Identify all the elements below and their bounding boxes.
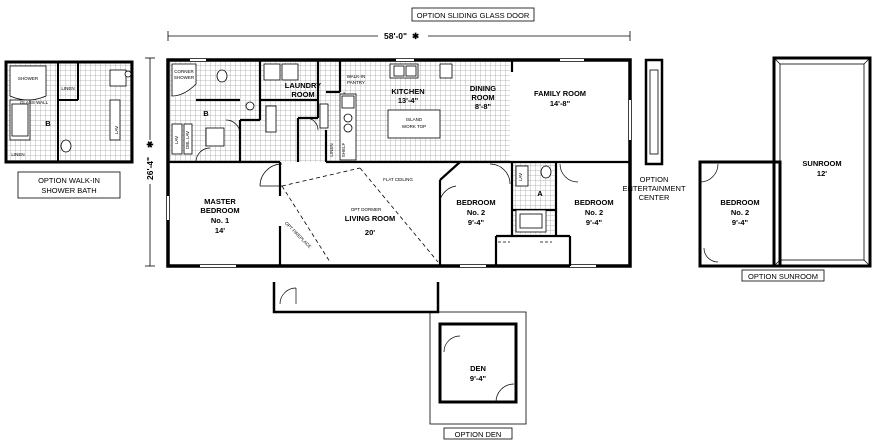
flat-ceiling-label: FLAT CEILING <box>383 177 413 182</box>
hall-lav-label: LAV <box>518 173 523 181</box>
master-bath-label: B <box>203 109 209 118</box>
corner-shower-label-1: CORNER <box>174 69 194 74</box>
master-bedroom-label-2: BEDROOM <box>200 206 239 215</box>
sunroom-bedroom-label-2: No. 2 <box>731 208 749 217</box>
master-bedroom-label-1: MASTER <box>204 197 236 206</box>
walkin-linen-label: LINEN <box>61 86 74 91</box>
bedroom-2a-label-3: 9'-4" <box>468 218 485 227</box>
den-label-1: DEN <box>470 364 486 373</box>
bedroom-2a-label-2: No. 2 <box>467 208 485 217</box>
bedroom-2b-label-3: 9'-4" <box>586 218 603 227</box>
option-sunroom-caption: OPTION SUNROOM <box>748 272 818 281</box>
laundry-room-label-2: ROOM <box>291 90 314 99</box>
option-sliding-door-callout: OPTION SLIDING GLASS DOOR <box>411 7 535 22</box>
master-bedroom-label-3: No. 1 <box>211 216 229 225</box>
depth-asterisk: ✱ <box>145 140 155 148</box>
walkin-bath-room-label: B <box>45 119 51 128</box>
laundry-room-label-1: LAUNDRY <box>285 81 321 90</box>
lav-label: LAV <box>174 136 179 144</box>
dbl-lav-label: DBL LAV <box>185 131 190 149</box>
bedroom-2a-label-1: BEDROOM <box>456 198 495 207</box>
kitchen-label-1: KITCHEN <box>391 87 424 96</box>
bedroom-2b-label-1: BEDROOM <box>574 198 613 207</box>
option-sliding-door-label: OPTION SLIDING GLASS DOOR <box>417 11 530 20</box>
walk-in-label: WALK-IN <box>347 74 366 79</box>
island-label-1: ISLAND <box>406 117 423 122</box>
opt-dormer-label: OPT DORMER <box>351 207 382 212</box>
fireplace-label: OPT FIREPLACE <box>284 221 313 250</box>
bedroom-2b-label-2: No. 2 <box>585 208 603 217</box>
hall-bath-label: A <box>537 189 543 198</box>
sunroom-bedroom-label-1: BEDROOM <box>720 198 759 207</box>
corner-shower-label-2: SHOWER <box>174 75 195 80</box>
family-room-label-2: 14'-8" <box>550 99 571 108</box>
walkin-linen-label-2: LINEN <box>11 152 24 157</box>
width-dimension-label: 58'-0" <box>384 31 407 41</box>
family-room-label-1: FAMILY ROOM <box>534 89 586 98</box>
option-den-caption: OPTION DEN <box>455 430 502 439</box>
entertainment-caption-2: ENTERTAINMENT <box>622 184 685 193</box>
living-room-label-1: LIVING ROOM <box>345 214 395 223</box>
option-den: DEN 9'-4" OPTION DEN <box>272 282 527 440</box>
linen-label: LINEN <box>329 143 334 156</box>
width-dimension: 58'-0" ✱ <box>167 30 631 41</box>
entertainment-caption-1: OPTION <box>640 175 669 184</box>
walkin-bath-caption-2: SHOWER BATH <box>41 186 96 195</box>
main-house: LAUNDRY ROOM KITCHEN 13'-4" DINING ROOM … <box>166 58 632 268</box>
island-worktop <box>387 109 441 139</box>
shelf-label: SHELF <box>341 143 346 158</box>
width-asterisk: ✱ <box>412 31 420 41</box>
option-walkin-bath: B SHOWER GLASS WALL LINEN LINEN LAV OPTI… <box>4 60 134 199</box>
depth-dimension-label: 26'-4" <box>145 157 155 180</box>
walkin-shower-label: SHOWER <box>18 76 39 81</box>
walkin-bath-caption-1: OPTION WALK-IN <box>38 176 100 185</box>
dining-room-label-1: DINING <box>470 84 496 93</box>
dining-room-label-3: 8'-8" <box>475 102 492 111</box>
option-entertainment-center: OPTION ENTERTAINMENT CENTER <box>622 58 686 202</box>
entertainment-caption-3: CENTER <box>639 193 670 202</box>
sunroom-label-1: SUNROOM <box>802 159 841 168</box>
master-bedroom-label-4: 14' <box>215 226 225 235</box>
living-room-label-2: 20' <box>365 228 375 237</box>
depth-dimension: 26'-4" ✱ <box>144 57 156 267</box>
sunroom-bedroom-label-3: 9'-4" <box>732 218 749 227</box>
option-sunroom: BEDROOM No. 2 9'-4" SUNROOM 12' OPTION S… <box>698 56 872 282</box>
dining-room-label-2: ROOM <box>471 93 494 102</box>
island-label-2: WORK TOP <box>402 124 426 129</box>
sunroom-label-2: 12' <box>817 169 827 178</box>
room-labels: LAUNDRY ROOM KITCHEN 13'-4" DINING ROOM … <box>200 81 613 237</box>
walkin-lav-label: LAV <box>114 126 119 134</box>
kitchen-label-2: 13'-4" <box>398 96 419 105</box>
pantry-label: PANTRY <box>347 80 365 85</box>
den-label-2: 9'-4" <box>470 374 487 383</box>
glass-wall-label: GLASS WALL <box>20 100 49 105</box>
